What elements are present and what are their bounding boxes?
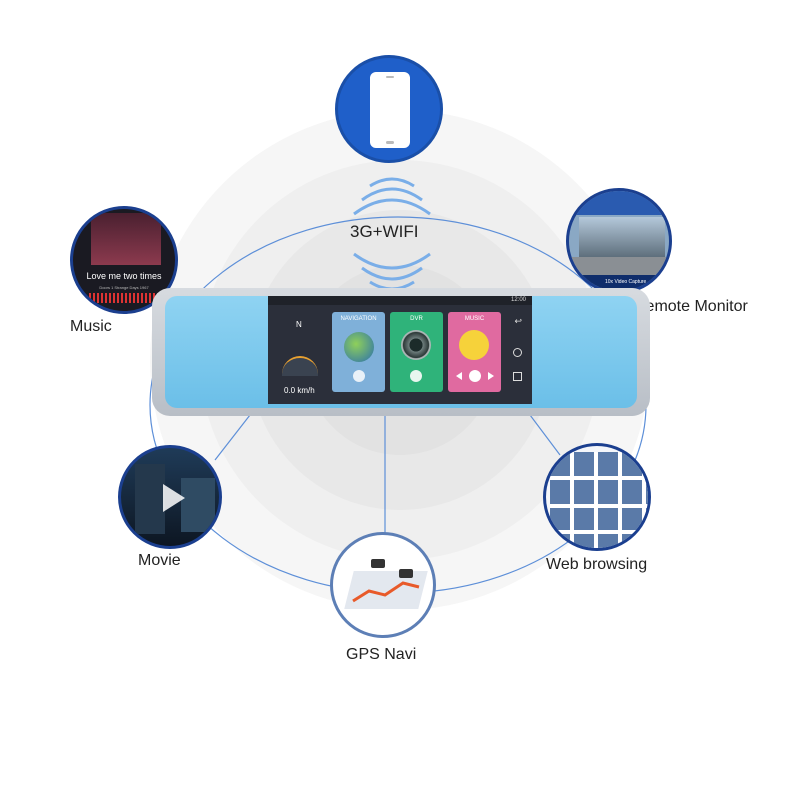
map-pin-icon [399, 569, 413, 578]
play-icon[interactable] [163, 484, 185, 512]
gps-navi-bubble [330, 532, 436, 638]
music-waveform [89, 293, 163, 303]
recent-apps-icon[interactable] [513, 372, 522, 381]
movie-label: Movie [138, 552, 181, 569]
gps-navi-label: GPS Navi [346, 646, 417, 663]
status-time: 12:00 [510, 297, 526, 303]
phone-icon [370, 72, 410, 148]
music-controls [456, 370, 494, 382]
remote-monitor-label: Remote Monitor [634, 298, 748, 315]
music-song-title: Love me two times [86, 271, 162, 281]
remote-monitor-bubble: 10x Video Capture [566, 188, 672, 294]
phone-bubble [335, 55, 443, 163]
music-note-icon [459, 330, 489, 360]
camera-lens-icon [401, 330, 431, 360]
movie-bubble [118, 445, 222, 549]
mirror-screen: 12:00 N 0.0 km/h NAVIGATION DVR MUSIC ↩ [268, 296, 532, 404]
home-icon[interactable] [513, 348, 522, 357]
remote-caption: 10x Video Capture [605, 279, 647, 285]
tile-dvr[interactable]: DVR [390, 312, 443, 392]
speed-readout: 0.0 km/h [284, 386, 315, 395]
compass: N [296, 320, 302, 329]
back-icon[interactable]: ↩ [514, 316, 522, 326]
navigation-pin-icon [353, 370, 365, 382]
web-browsing-label: Web browsing [546, 556, 648, 573]
dvr-play-icon [410, 370, 422, 382]
globe-icon [344, 332, 374, 362]
status-bar: 12:00 [268, 296, 532, 305]
web-browsing-bubble [543, 443, 651, 551]
music-bubble: Love me two times Doors 1 Strange Days 1… [70, 206, 178, 314]
connectivity-label: 3G+WIFI [350, 222, 419, 241]
music-label: Music [70, 318, 112, 335]
music-artist: Doors 1 Strange Days 1967 [99, 285, 149, 290]
speedometer-icon [282, 356, 318, 376]
map-pin-icon [371, 559, 385, 568]
tile-navigation[interactable]: NAVIGATION [332, 312, 385, 392]
tile-music[interactable]: MUSIC [448, 312, 501, 392]
